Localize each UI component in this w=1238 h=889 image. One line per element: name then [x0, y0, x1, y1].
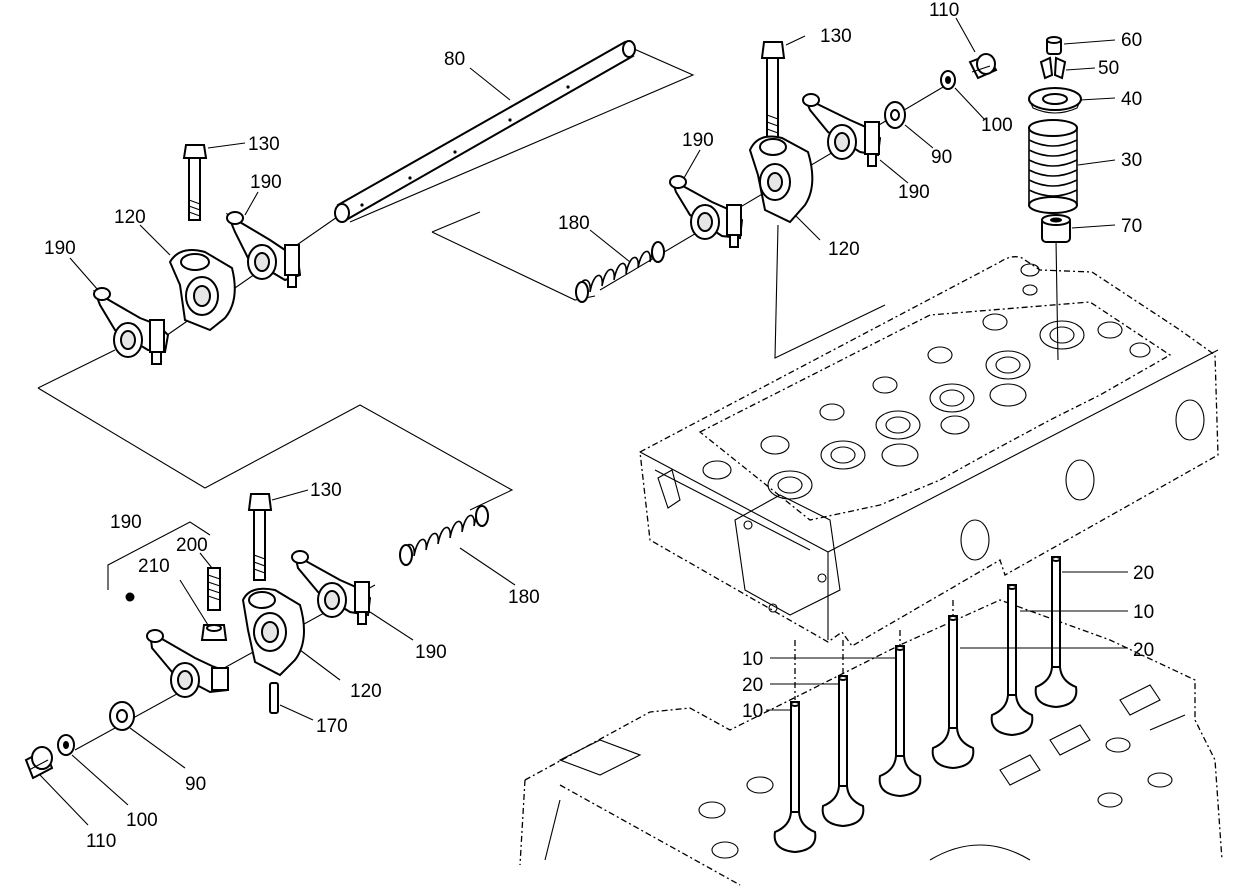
callout-10: 10: [742, 701, 763, 722]
callout-120: 120: [828, 239, 860, 260]
valves: [773, 556, 1078, 854]
washer-90-lower: [109, 701, 135, 731]
callout-190: 190: [682, 130, 714, 151]
valve-20-b: [931, 615, 975, 770]
valve-10-c: [990, 584, 1034, 737]
cylinder-head: [639, 256, 1219, 647]
callout-210: 210: [138, 556, 170, 577]
rocker-arm-190-lower-b: [146, 629, 229, 698]
rocker-bracket-120-right: [748, 135, 814, 224]
rocker-arm-190-upper-c: [669, 175, 744, 248]
callout-20: 20: [1133, 563, 1154, 584]
rocker-arm-190-upper-a: [225, 211, 302, 288]
callout-60: 60: [1121, 30, 1142, 51]
callout-80: 80: [444, 49, 465, 70]
rocker-bracket-120-lower: [241, 587, 305, 677]
ball: [125, 592, 135, 602]
callout-110: 110: [929, 0, 959, 21]
callout-180: 180: [508, 587, 540, 608]
callout-100: 100: [126, 810, 158, 831]
callout-50: 50: [1098, 58, 1119, 79]
washer-100-lower: [57, 734, 75, 756]
spring-180-lower: [399, 505, 489, 566]
callout-90: 90: [185, 774, 206, 795]
valve-20-c: [1034, 556, 1078, 709]
rocker-arm-190-upper-b: [93, 287, 170, 365]
left-upper-rocker-group: [93, 144, 302, 365]
callout-10: 10: [742, 649, 763, 670]
rocker-arm-190-upper-d: [802, 93, 882, 167]
callout-130: 130: [248, 134, 280, 155]
callout-40: 40: [1121, 89, 1142, 110]
valve-20-a: [821, 675, 865, 828]
rocker-shaft-80: [334, 40, 636, 223]
rocker-arm-190-lower-a: [291, 550, 372, 625]
callout-20: 20: [1133, 640, 1154, 661]
callout-100: 100: [981, 115, 1013, 136]
callout-190: 190: [250, 172, 282, 193]
spring-180-upper: [575, 241, 665, 303]
retainer-40: [1028, 87, 1082, 114]
callout-10: 10: [1133, 602, 1154, 623]
leader-lines: [39, 17, 1128, 826]
callout-190: 190: [415, 642, 447, 663]
plug-110-lower: [24, 746, 54, 780]
callout-190: 190: [110, 512, 142, 533]
callout-190: 190: [898, 182, 930, 203]
callout-170: 170: [316, 716, 348, 737]
nut-210: [200, 624, 228, 641]
callout-120: 120: [350, 681, 382, 702]
pin-170: [269, 682, 279, 714]
rocker-bracket-120-left: [168, 249, 236, 332]
valve-10-b: [878, 645, 922, 798]
callout-110: 110: [86, 831, 116, 852]
callout-120: 120: [114, 207, 146, 228]
washer-100-upper: [940, 70, 956, 90]
cap-60: [1046, 36, 1062, 55]
bolt-130-lower: [247, 493, 273, 581]
stem-seal-70: [1041, 214, 1071, 243]
plug-110-upper: [968, 53, 998, 80]
lower-left-rocker-group: [24, 493, 489, 780]
valve-10-a: [773, 701, 817, 854]
engine-block: [519, 599, 1223, 886]
callout-90: 90: [931, 147, 952, 168]
valve-spring-30: [1028, 119, 1078, 214]
callout-20: 20: [742, 675, 763, 696]
washer-90-upper: [884, 101, 906, 129]
bolt-130-upper-left: [182, 144, 208, 221]
collets-50: [1039, 56, 1067, 80]
callout-70: 70: [1121, 216, 1142, 237]
callout-30: 30: [1121, 150, 1142, 171]
right-upper-rocker-group: [575, 41, 998, 303]
callout-190: 190: [44, 238, 76, 259]
callout-labels: 80 130 190 120 190 180 190 130 120 190 1…: [44, 0, 1154, 852]
adjusting-screw-200: [207, 567, 221, 611]
callout-130: 130: [310, 480, 342, 501]
callout-180: 180: [558, 213, 590, 234]
valve-spring-stack: [1028, 36, 1082, 243]
callout-200: 200: [176, 535, 208, 556]
callout-130: 130: [820, 26, 852, 47]
bolt-130-upper-right: [760, 41, 786, 147]
